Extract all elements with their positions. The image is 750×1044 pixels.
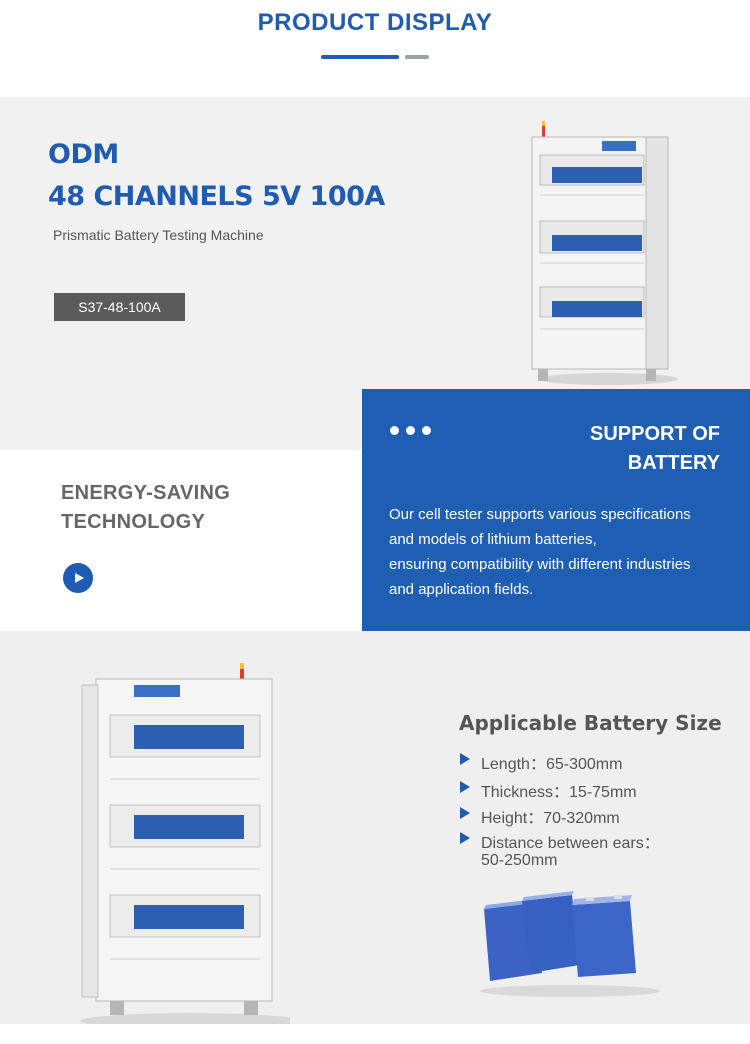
spec-text: Height：70-320mm [481,810,620,827]
battery-cells-image [480,891,660,997]
play-icon [75,573,84,583]
battery-cabinet-image [80,663,290,1029]
support-battery-panel: SUPPORT OF BATTERY Our cell tester suppo… [362,389,750,631]
model-badge: S37-48-100A [54,293,185,321]
spec-text: Distance between ears： [481,835,660,852]
product-subtitle: Prismatic Battery Testing Machine [53,227,264,243]
energy-heading-line2: TECHNOLOGY [61,511,206,533]
product-heading-line2: 48 CHANNELS 5V 100A [48,181,385,212]
energy-saving-card: ENERGY-SAVING TECHNOLOGY [0,450,362,631]
title-underline-blue [321,55,399,59]
spec-text: Thickness：15-75mm [481,784,637,801]
support-description-line: and models of lithium batteries, [389,531,597,548]
triangle-bullet-icon [460,753,470,765]
support-heading-line1: SUPPORT OF [589,423,720,445]
play-button[interactable] [63,563,93,593]
dots-icon [390,426,432,436]
triangle-bullet-icon [460,807,470,819]
battery-size-title: Applicable Battery Size [459,711,722,735]
battery-size-section: Applicable Battery Size Length：65-300mm … [0,631,750,1029]
support-description-line: Our cell tester supports various specifi… [389,506,691,523]
title-underline-grey [405,55,429,59]
spec-text-continued: 50-250mm [481,852,558,869]
page-title: PRODUCT DISPLAY [257,9,493,36]
spec-text: Length：65-300mm [481,756,623,773]
support-heading-line2: BATTERY [627,452,720,474]
battery-cabinet-image [531,121,678,385]
triangle-bullet-icon [460,832,470,844]
product-heading-line1: ODM [48,139,119,170]
support-description-line: ensuring compatibility with different in… [389,556,691,573]
triangle-bullet-icon [460,781,470,793]
energy-heading-line1: ENERGY-SAVING [61,482,231,504]
section-header: PRODUCT DISPLAY [0,0,750,97]
support-description-line: and application fields. [389,581,534,598]
footer-strip [0,1024,750,1044]
